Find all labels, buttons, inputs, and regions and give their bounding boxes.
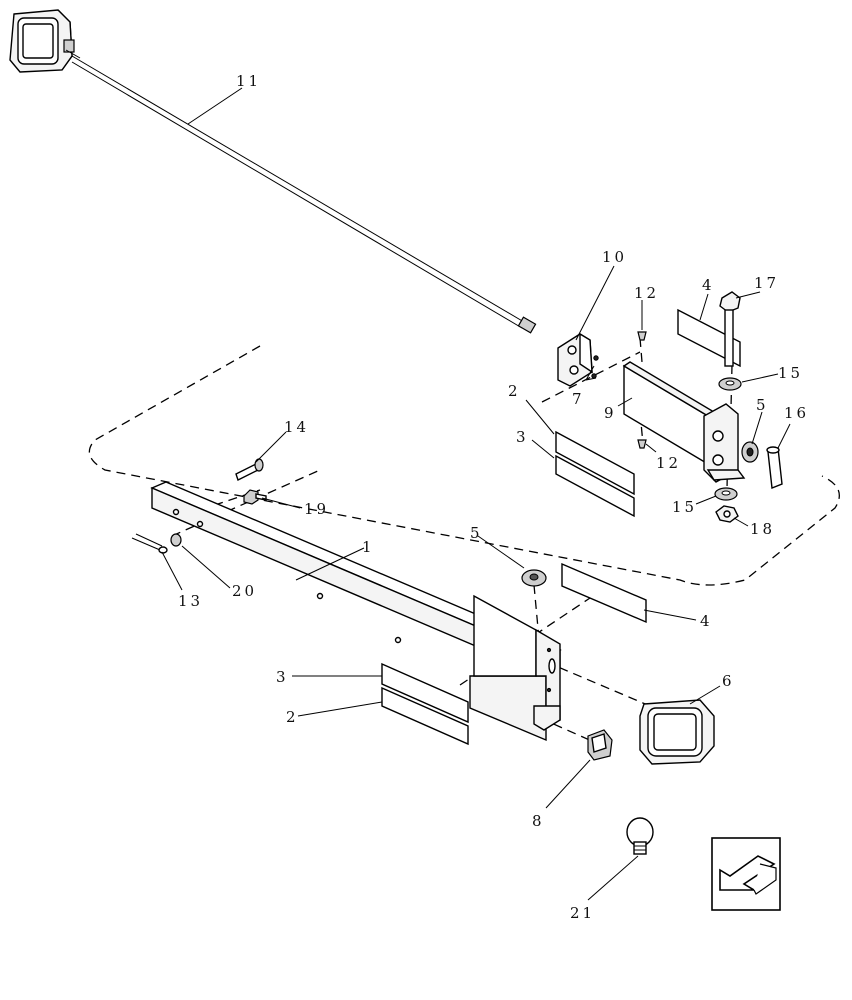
callout-19: 19 (304, 500, 329, 518)
callout-12-bottom: 12 (656, 454, 681, 472)
bolt-19 (243, 489, 267, 505)
washer-15-bottom (714, 487, 738, 501)
callout-8: 8 (532, 812, 545, 830)
end-plug-8 (587, 729, 613, 761)
callout-20: 20 (232, 582, 257, 600)
nut-18 (715, 505, 739, 523)
callout-15-top: 15 (778, 364, 803, 382)
callout-21: 21 (570, 904, 595, 922)
callout-labels: 11 10 12 4 17 15 7 9 5 16 2 3 12 14 15 1… (178, 72, 809, 922)
decal-4-lower (561, 562, 647, 624)
callout-7: 7 (572, 390, 585, 408)
orientation-arrow-box (711, 837, 781, 911)
callout-4-top: 4 (702, 276, 715, 294)
nut-20 (170, 533, 182, 547)
lamp-6 (639, 699, 715, 765)
pin-16 (766, 446, 783, 489)
callout-17: 17 (754, 274, 779, 292)
callout-11: 11 (236, 72, 261, 90)
callout-2-top: 2 (508, 382, 521, 400)
decals-lower (381, 662, 469, 746)
callout-15-bottom: 15 (672, 498, 697, 516)
callout-5-bottom: 5 (470, 524, 483, 542)
callout-10: 10 (602, 248, 627, 266)
phantom-outline (88, 345, 840, 586)
pin-14 (235, 458, 264, 481)
callout-13: 13 (178, 592, 203, 610)
callout-6: 6 (722, 672, 735, 690)
callout-1: 1 (362, 538, 375, 556)
callout-14: 14 (284, 418, 309, 436)
callout-16: 16 (784, 404, 809, 422)
boom-arm-1 (150, 481, 562, 742)
mounting-plate-9 (622, 361, 746, 483)
washer-15-top (718, 377, 742, 391)
screw-12-bottom (637, 439, 647, 449)
callout-18: 18 (750, 520, 775, 538)
bushing-5-upper (741, 441, 759, 463)
callout-2-bottom: 2 (286, 708, 299, 726)
leader-lines (161, 87, 791, 901)
callout-4-bottom: 4 (700, 612, 713, 630)
cotter-pin-13 (131, 533, 168, 554)
callout-3-top: 3 (516, 428, 529, 446)
bracket-10 (557, 332, 599, 387)
callout-9: 9 (604, 404, 617, 422)
bolt-17 (719, 291, 741, 367)
callout-12-top: 12 (634, 284, 659, 302)
lamp-top (9, 9, 75, 73)
callout-5-top: 5 (756, 396, 769, 414)
decals-upper (555, 430, 635, 518)
bulb-21 (626, 817, 654, 855)
washer-5-lower (521, 569, 547, 587)
wire-harness (65, 49, 537, 334)
screw-12-top (637, 331, 647, 341)
callout-3-bottom: 3 (276, 668, 289, 686)
